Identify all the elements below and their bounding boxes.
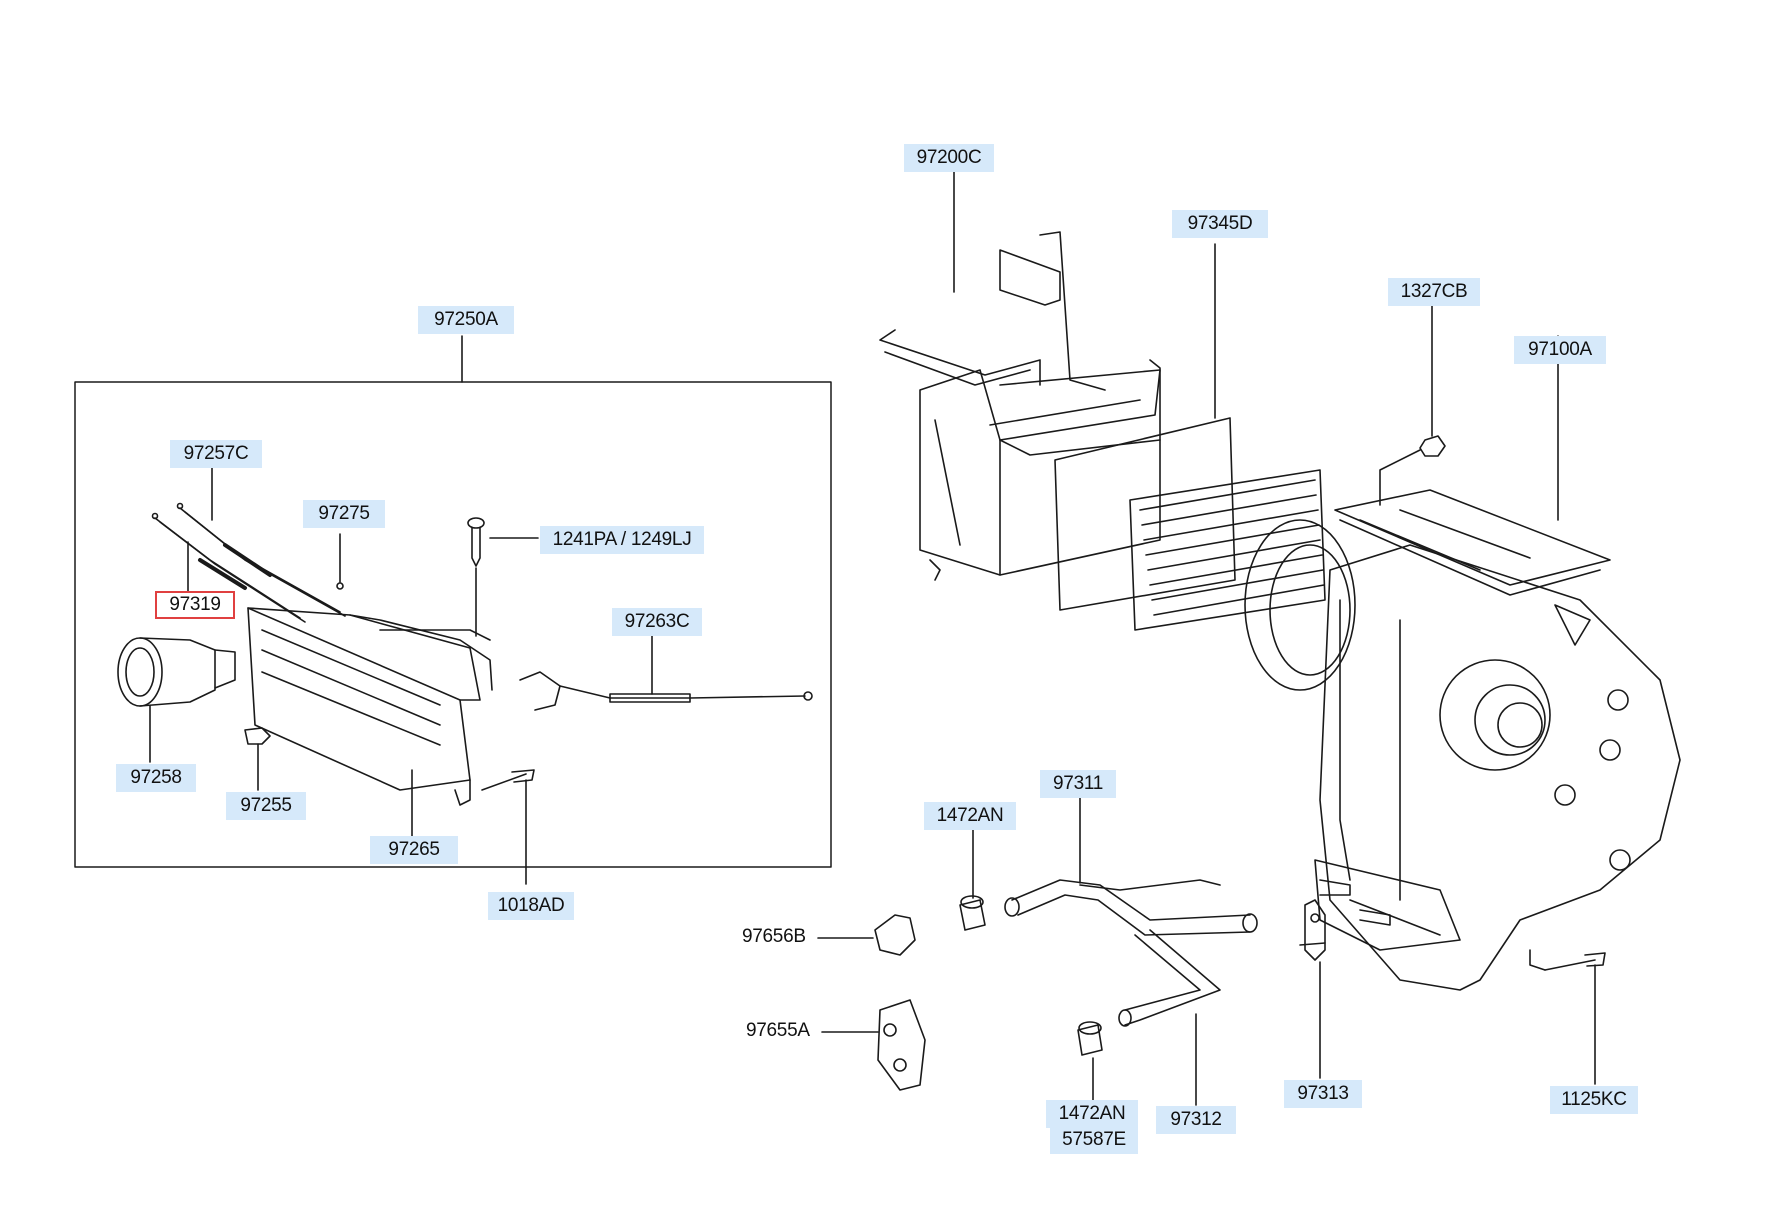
label-97255[interactable]: 97255 <box>226 792 306 820</box>
label-97311[interactable]: 97311 <box>1040 770 1116 798</box>
screw-1125kc <box>1529 949 1606 1085</box>
label-1472an-top[interactable]: 1472AN <box>924 802 1016 830</box>
label-1327cb[interactable]: 1327CB <box>1388 278 1480 306</box>
clip-97255 <box>244 727 271 791</box>
label-97200c[interactable]: 97200C <box>904 144 994 172</box>
control-cables <box>151 467 346 623</box>
label-1125kc[interactable]: 1125KC <box>1550 1086 1638 1114</box>
label-97250a[interactable]: 97250A <box>418 306 514 334</box>
label-97263c[interactable]: 97263C <box>612 608 702 636</box>
label-97313[interactable]: 97313 <box>1284 1080 1362 1108</box>
screw-1018ad <box>481 769 535 885</box>
label-97265[interactable]: 97265 <box>370 836 458 864</box>
control-panel-body <box>247 607 493 841</box>
label-97275[interactable]: 97275 <box>303 500 385 528</box>
cap-97656b <box>817 914 916 956</box>
grommet-1472an-top <box>959 829 986 931</box>
hose-97311 <box>1004 789 1258 936</box>
label-97100a[interactable]: 97100A <box>1514 336 1606 364</box>
label-97345d[interactable]: 97345D <box>1172 210 1268 238</box>
bellows-97345d <box>1054 243 1356 691</box>
label-97258[interactable]: 97258 <box>116 764 196 792</box>
hose-97312 <box>1118 929 1221 1106</box>
control-assembly-box <box>74 381 832 868</box>
label-97319-selected[interactable]: 97319 <box>155 591 235 619</box>
bracket-97313 <box>1299 899 1326 1079</box>
label-1472an-bottom[interactable]: 1472AN <box>1046 1100 1138 1128</box>
knob-97258 <box>117 637 236 763</box>
cable-97263c <box>519 635 813 711</box>
seal-97655a <box>821 999 926 1091</box>
label-97257c[interactable]: 97257C <box>170 440 262 468</box>
duct-97200c <box>879 169 1161 581</box>
label-57587e[interactable]: 57587E <box>1050 1126 1138 1154</box>
heater-unit-97100a <box>1314 335 1681 991</box>
screw-1241pa <box>467 517 539 637</box>
nut-1327cb <box>1379 299 1446 506</box>
label-97655a[interactable]: 97655A <box>746 1020 810 1041</box>
label-97656b[interactable]: 97656B <box>742 926 806 947</box>
label-1018ad[interactable]: 1018AD <box>488 892 574 920</box>
label-1241pa-1249lj[interactable]: 1241PA / 1249LJ <box>540 526 704 554</box>
label-97312[interactable]: 97312 <box>1156 1106 1236 1134</box>
grommet-1472an-bottom <box>1077 1021 1103 1105</box>
